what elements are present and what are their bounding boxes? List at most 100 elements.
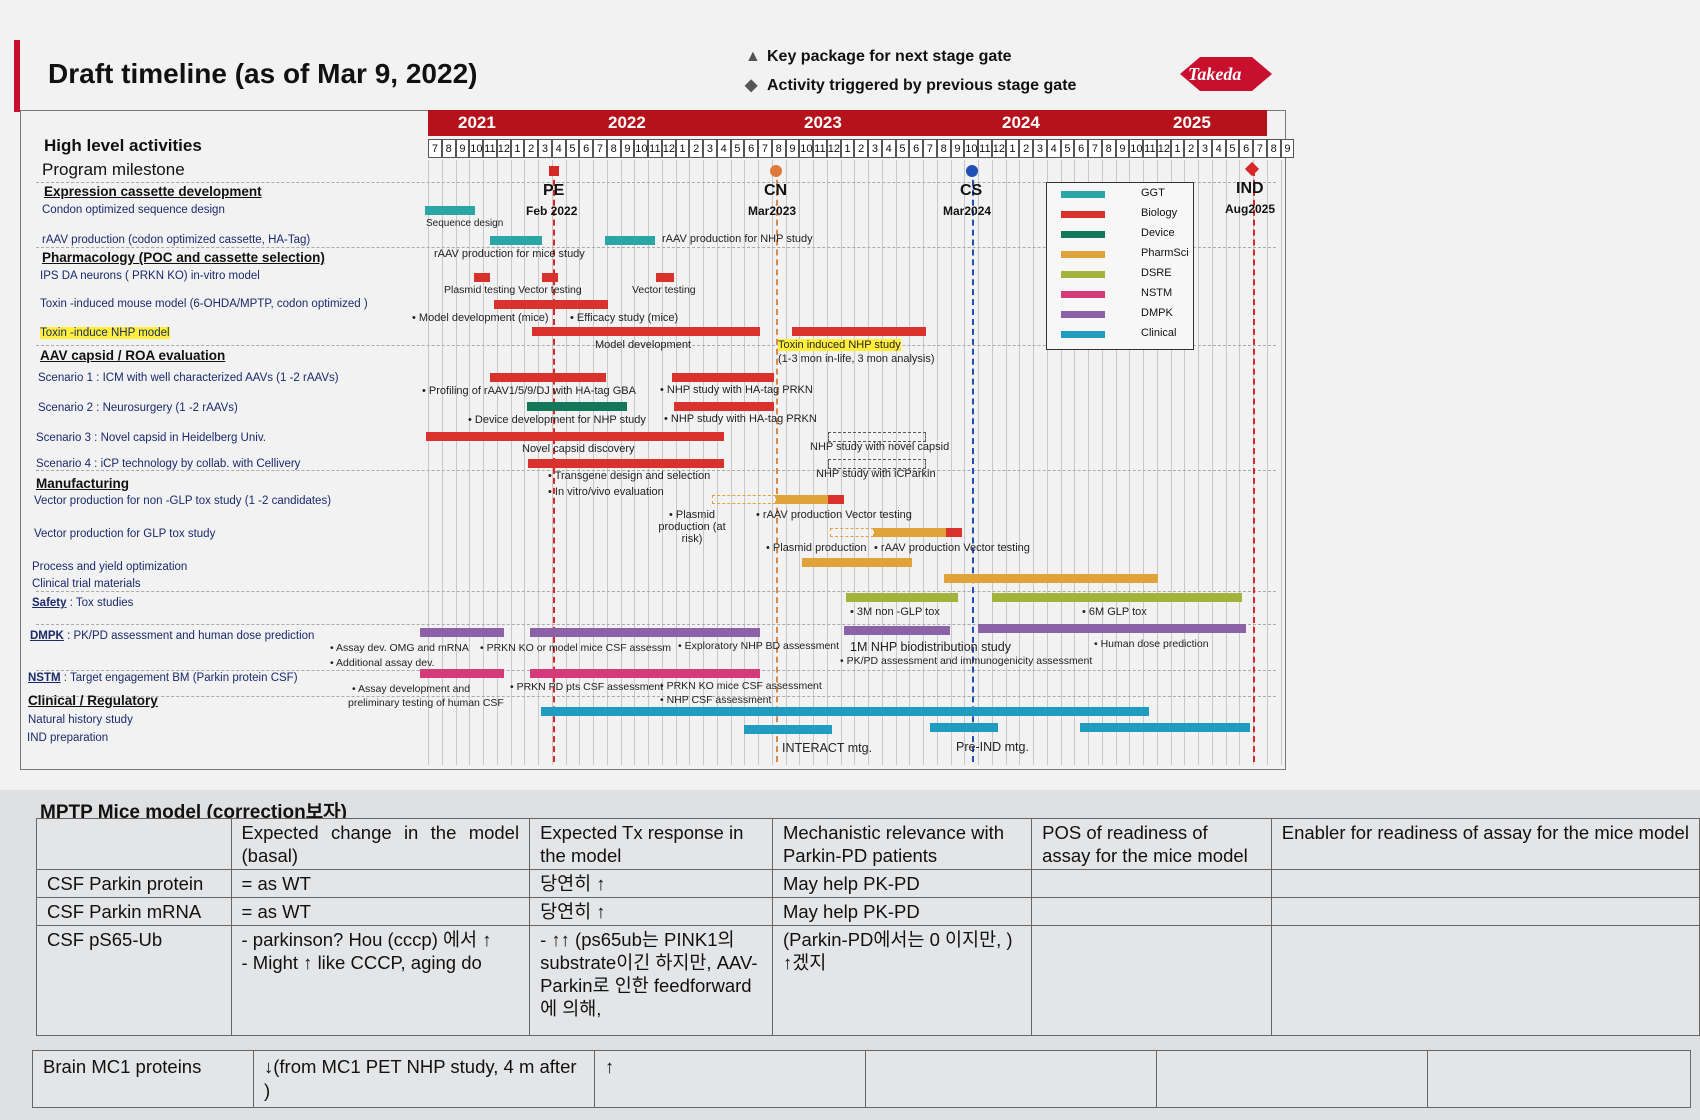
note-assay-prelim-2: preliminary testing of human CSF [348, 697, 504, 709]
note-model-dev-mice: • Model development (mice) [412, 312, 549, 324]
month-cell: 6 [579, 139, 593, 158]
color-legend: GGT Biology Device PharmSci DSRE NSTM DM… [1046, 182, 1194, 350]
month-gridline [1046, 160, 1048, 765]
month-gridline [524, 160, 526, 765]
note-vector-testing: Vector testing [632, 284, 696, 296]
year-2025: 2025 [1173, 113, 1211, 132]
bar-raav-mice [490, 236, 542, 245]
month-cell: 4 [1211, 139, 1226, 158]
note-raav-nhp: rAAV production for NHP study [662, 233, 813, 245]
milestone-cs-date: Mar2024 [943, 204, 992, 218]
month-cell: 1 [510, 139, 525, 158]
month-cell: 6 [744, 139, 758, 158]
month-cell: 9 [785, 139, 800, 158]
bar-natural-history-study [541, 707, 1149, 716]
month-gridline [909, 160, 911, 765]
month-cell: 7 [923, 139, 937, 158]
row-toxin-nhp: Toxin -induce NHP model [40, 327, 170, 339]
month-gridline [1239, 160, 1241, 765]
table-row: Brain MC1 proteins ↓(from MC1 PET NHP st… [32, 1050, 1691, 1108]
row-scenario-4: Scenario 4 : iCP technology by collab. w… [36, 458, 301, 470]
table-title: MPTP Mice model (correction보자) [40, 802, 347, 823]
month-gridline [1005, 160, 1007, 765]
month-cell: 9 [1115, 139, 1130, 158]
logo-text: Takeda [1188, 64, 1242, 84]
row-codon: Condon optimized sequence design [42, 204, 225, 216]
table-cell: (Parkin-PD에서는 0 이지만, ) ↑겠지 [771, 925, 1033, 1036]
milestone-line-ind [1253, 170, 1255, 762]
month-gridline [978, 160, 979, 765]
month-cell: 10 [1129, 139, 1143, 158]
milestone-ind: IND [1236, 180, 1264, 197]
month-gridline [1198, 160, 1199, 765]
legend-swatch [1061, 291, 1105, 298]
bar-plasmid-at-risk [712, 495, 776, 504]
note-sequence-design: Sequence design [426, 218, 504, 229]
row-raav: rAAV production (codon optimized cassett… [42, 234, 311, 246]
bar-nhp-prkn-2 [674, 402, 774, 411]
month-cell: 2 [1019, 139, 1033, 158]
month-gridline [785, 160, 787, 765]
month-gridline [991, 160, 993, 765]
table-cell [865, 1050, 1157, 1108]
month-gridline [923, 160, 924, 765]
bar-raav-nhp [605, 236, 655, 245]
month-cell: 2 [524, 139, 538, 158]
month-cell: 8 [936, 139, 951, 158]
table-cell: CSF Parkin protein [36, 869, 232, 898]
bar-device-development [527, 402, 627, 411]
legend-swatch [1061, 331, 1105, 338]
month-gridline [428, 160, 429, 765]
month-gridline [1280, 160, 1282, 765]
row-process: Process and yield optimization [32, 561, 188, 573]
note-nhp-prkn-2: • NHP study with HA-tag PRKN [664, 413, 817, 425]
month-cell: 10 [634, 139, 648, 158]
note-plasmid-vector: Plasmid testing Vector testing [444, 284, 582, 296]
month-gridline [758, 160, 759, 765]
bar-raav-production-2 [874, 528, 946, 537]
table-header: Expected change in the model (basal) [230, 818, 531, 870]
note-raav-vector-1: • rAAV production Vector testing [756, 509, 912, 521]
table-cell: = as WT [230, 897, 531, 926]
legend-swatch [1061, 271, 1105, 278]
month-cell: 7 [1088, 139, 1102, 158]
month-cell: 2 [1184, 139, 1198, 158]
bar-transgene [528, 459, 724, 468]
note-biodistribution: 1M NHP biodistribution study [850, 640, 1011, 654]
month-gridline [799, 160, 801, 765]
row-ind-preparation: IND preparation [27, 732, 109, 744]
month-gridline [1211, 160, 1213, 765]
bar-assay-dev [420, 628, 504, 637]
note-assay-dev: • Assay dev. OMG and mRNA [330, 642, 469, 654]
bar-nhp-biodistribution [844, 626, 950, 635]
month-gridline [854, 160, 856, 765]
milestone-cs: CS [960, 182, 983, 199]
milestone-marker-cn [770, 165, 782, 177]
note-raav-vector-2: • rAAV production Vector testing [874, 542, 1030, 554]
table-row: CSF pS65-Ub - parkinson? Hou (cccp) 에서 ↑… [36, 925, 1700, 1036]
month-gridline [895, 160, 897, 765]
month-gridline [730, 160, 732, 765]
note-novel-discovery: Novel capsid discovery [522, 443, 635, 455]
table-cell: CSF Parkin mRNA [36, 897, 232, 926]
month-cell: 4 [881, 139, 896, 158]
table-cell: = as WT [230, 869, 531, 898]
month-gridline [936, 160, 938, 765]
milestone-marker-pe [549, 166, 559, 176]
row-scenario-2: Scenario 2 : Neurosurgery (1 -2 rAAVs) [38, 402, 238, 414]
bar-toxin-mouse [494, 300, 608, 309]
month-cell: 1 [1170, 139, 1185, 158]
bar-nhp-novel-capsid [828, 432, 926, 442]
row-scenario-1: Scenario 1 : ICM with well characterized… [38, 372, 339, 384]
month-cell: 8 [441, 139, 456, 158]
month-cell: 5 [1225, 139, 1240, 158]
table-cell: May help PK-PD [771, 869, 1033, 898]
table-row: CSF Parkin protein = as WT 당연히 ↑ May hel… [36, 869, 1700, 898]
bar-3m-non-glp-tox [846, 593, 958, 602]
month-cell: 8 [771, 139, 786, 158]
month-gridline [1115, 160, 1117, 765]
mptp-table: Expected change in the model (basal) Exp… [36, 818, 1700, 1036]
note-toxin-nhp-detail: (1-3 mon in-life, 3 mon analysis) [778, 353, 935, 365]
month-gridline [469, 160, 471, 765]
note-pre-ind: Pre-IND mtg. [956, 740, 1029, 754]
